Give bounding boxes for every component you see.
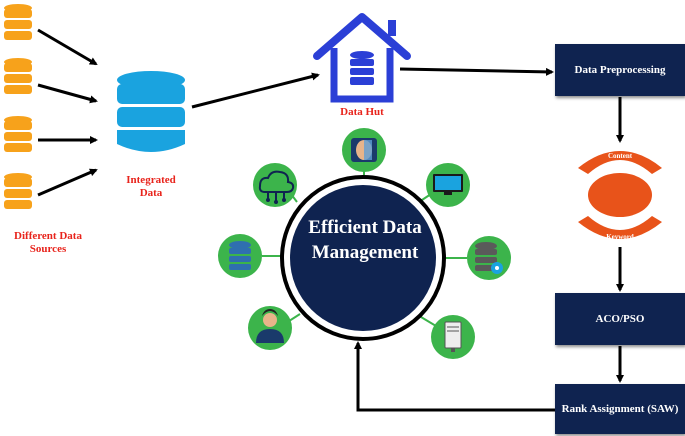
integrated-data-label: Integrated Data xyxy=(126,174,176,199)
source-database-icon xyxy=(4,173,32,209)
preprocessing-box: Data Preprocessing xyxy=(555,44,685,96)
source-arrow xyxy=(37,28,98,66)
integrated-database-icon xyxy=(117,71,185,152)
content-label: Content xyxy=(608,152,633,160)
return-arrow xyxy=(354,341,555,412)
hut-arrow xyxy=(191,72,320,109)
source-arrow xyxy=(37,168,98,197)
source-database-icon xyxy=(4,58,32,94)
face-scan-icon xyxy=(342,128,386,172)
center-title: Efficient Data Management xyxy=(308,217,422,263)
keyword-label: Keyword xyxy=(606,233,634,241)
user-icon xyxy=(248,306,292,350)
source-database-icon xyxy=(4,4,32,40)
monitor-icon xyxy=(426,163,470,207)
server-icon xyxy=(431,315,475,359)
rank-assignment-box: Rank Assignment (SAW) xyxy=(555,384,685,434)
source-database-icon xyxy=(4,116,32,152)
preprocessing-arrow xyxy=(399,67,554,76)
aco-pso-box: ACO/PSO xyxy=(555,293,685,345)
source-arrow xyxy=(37,83,98,104)
center-circle xyxy=(290,185,436,331)
data-hut-house-icon xyxy=(313,13,411,103)
database-gear-icon xyxy=(467,236,511,280)
sources-label: Different Data Sources xyxy=(14,230,82,255)
content-keyword-ring: Content Keyword xyxy=(578,151,662,241)
data-hut-label: Data Hut xyxy=(340,106,384,118)
database-icon xyxy=(218,234,262,278)
cloud-network-icon xyxy=(253,163,297,207)
